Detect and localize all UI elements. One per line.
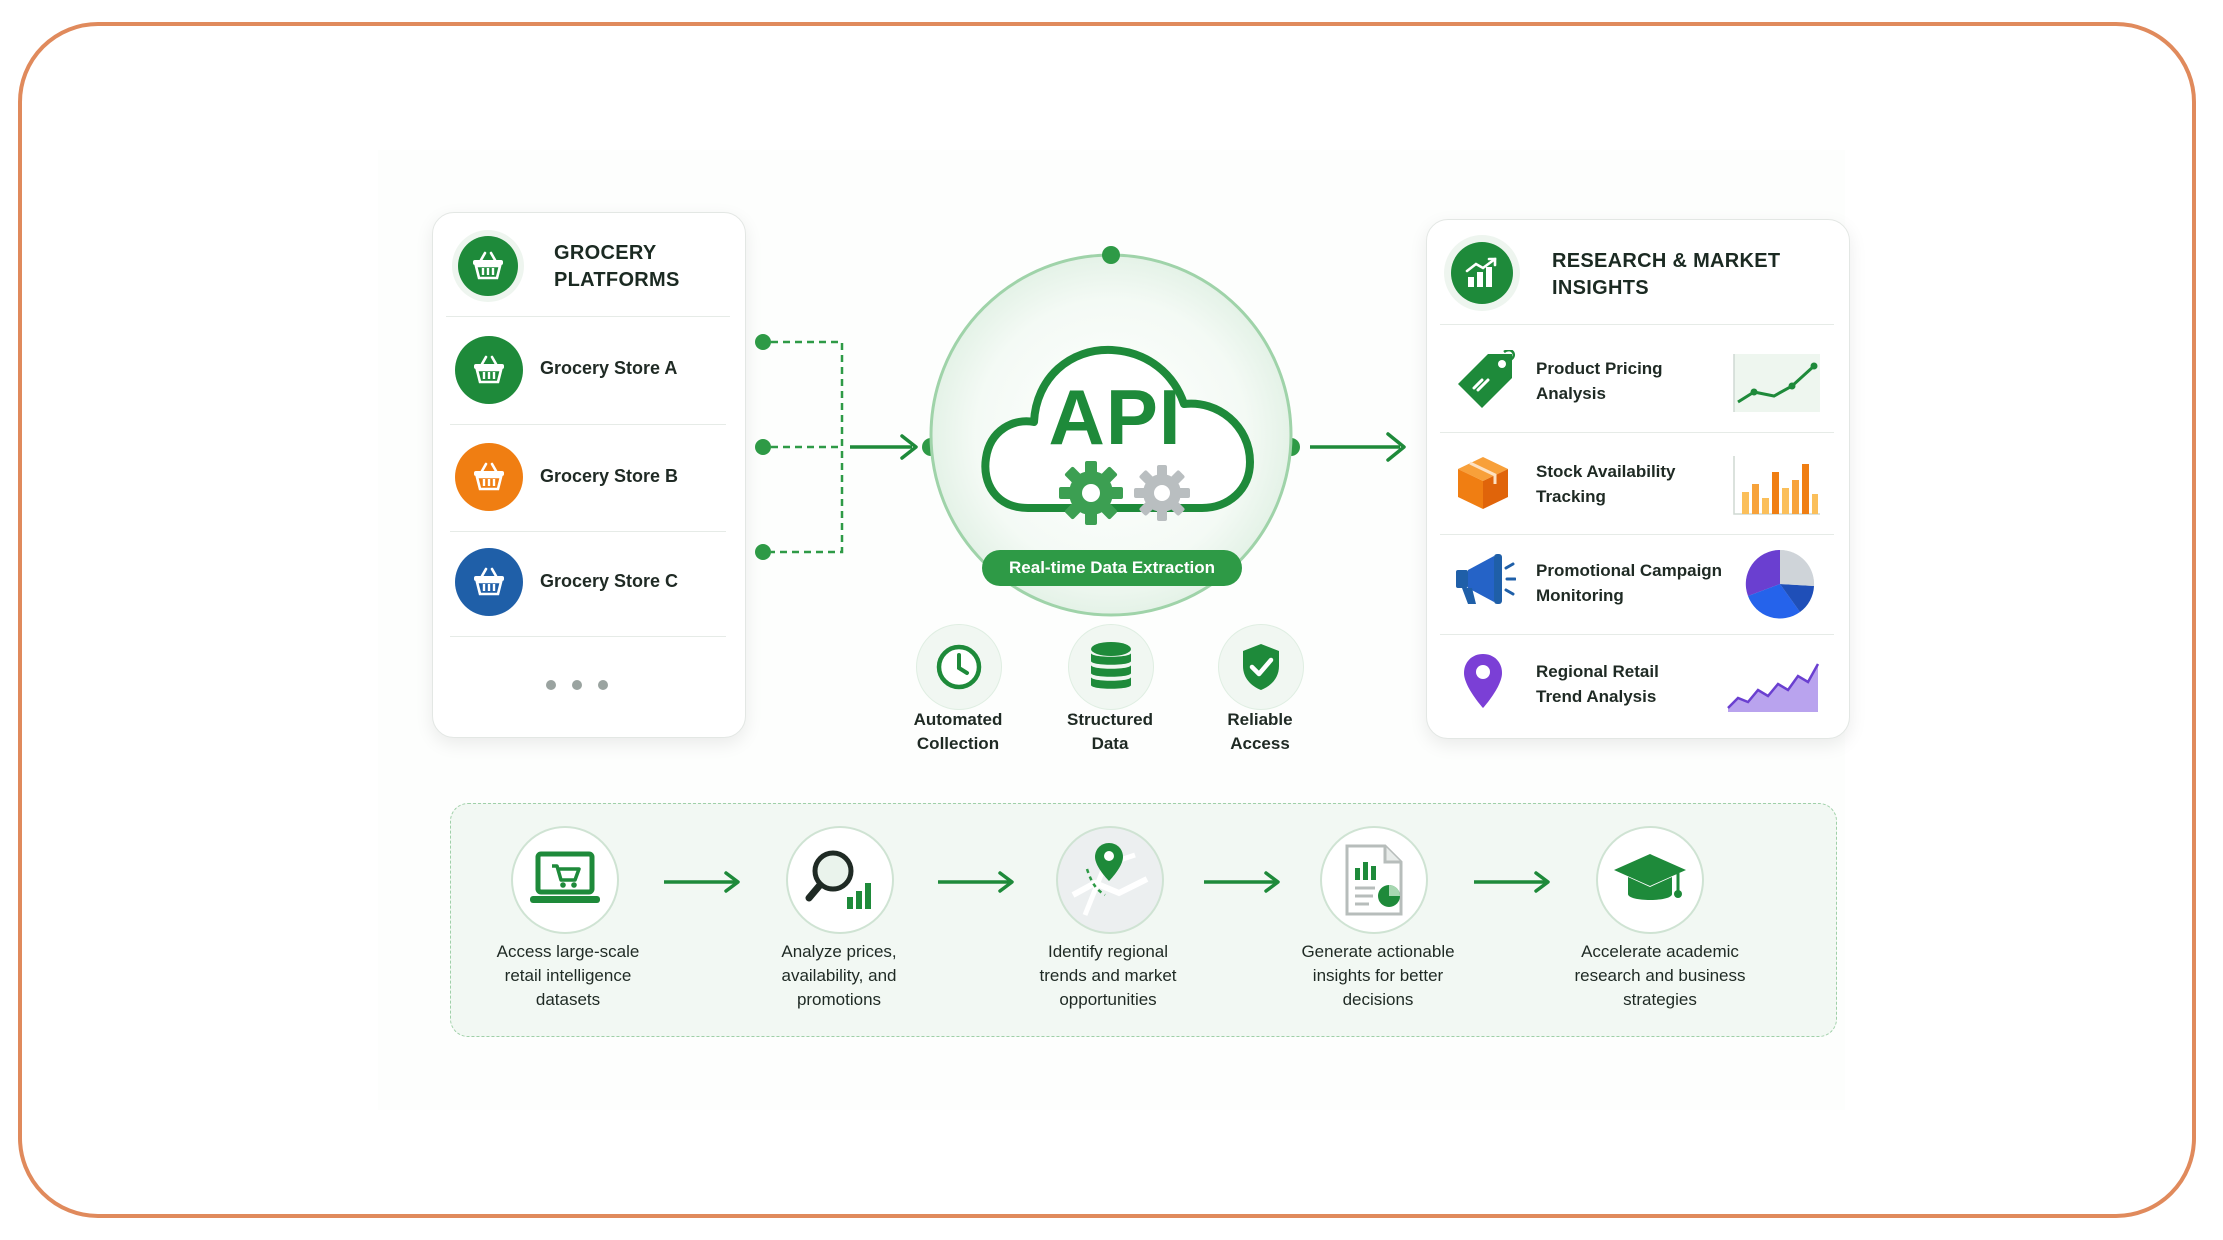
gear-icon xyxy=(1059,461,1123,525)
api-label: API xyxy=(1048,373,1182,461)
ellipsis-icon[interactable] xyxy=(544,678,614,690)
box-icon xyxy=(1458,457,1508,509)
basket-icon xyxy=(455,548,523,616)
realtime-extraction-badge: Real-time Data Extraction xyxy=(982,550,1242,586)
graduation-cap-icon xyxy=(1596,826,1704,934)
grocery-store-c-label: Grocery Store C xyxy=(540,571,679,591)
divider xyxy=(450,424,726,425)
arrow-right-icon xyxy=(664,871,740,893)
arrow-right-icon xyxy=(1474,871,1550,893)
report-icon xyxy=(1320,826,1428,934)
megaphone-icon xyxy=(1456,554,1516,604)
gear-icon xyxy=(1134,465,1190,521)
bar-chart-icon xyxy=(1733,456,1820,515)
price-tag-icon xyxy=(1458,350,1515,408)
cloud-icon xyxy=(981,345,1254,512)
growth-chart-icon xyxy=(1444,235,1520,311)
database-icon xyxy=(1068,624,1154,710)
clock-icon xyxy=(916,624,1002,710)
shield-check-icon xyxy=(1218,624,1304,710)
divider xyxy=(450,636,726,637)
divider xyxy=(1440,534,1834,535)
grocery-store-b-label: Grocery Store B xyxy=(540,466,679,486)
basket-icon xyxy=(452,230,524,302)
divider xyxy=(1440,634,1834,635)
line-chart-icon xyxy=(1733,354,1820,412)
divider xyxy=(450,531,726,532)
basket-icon xyxy=(455,336,523,404)
basket-icon xyxy=(455,443,523,511)
grocery-store-a-label: Grocery Store A xyxy=(540,358,678,378)
pie-chart-icon xyxy=(1745,549,1815,619)
divider xyxy=(446,316,730,317)
arrow-right-icon xyxy=(1204,871,1280,893)
location-pin-icon xyxy=(1464,654,1502,708)
area-chart-icon xyxy=(1727,663,1820,712)
laptop-cart-icon xyxy=(511,826,619,934)
divider xyxy=(1440,324,1834,325)
map-pin-icon xyxy=(1056,826,1164,934)
divider xyxy=(1440,432,1834,433)
arrow-right-icon xyxy=(938,871,1014,893)
magnifier-chart-icon xyxy=(786,826,894,934)
